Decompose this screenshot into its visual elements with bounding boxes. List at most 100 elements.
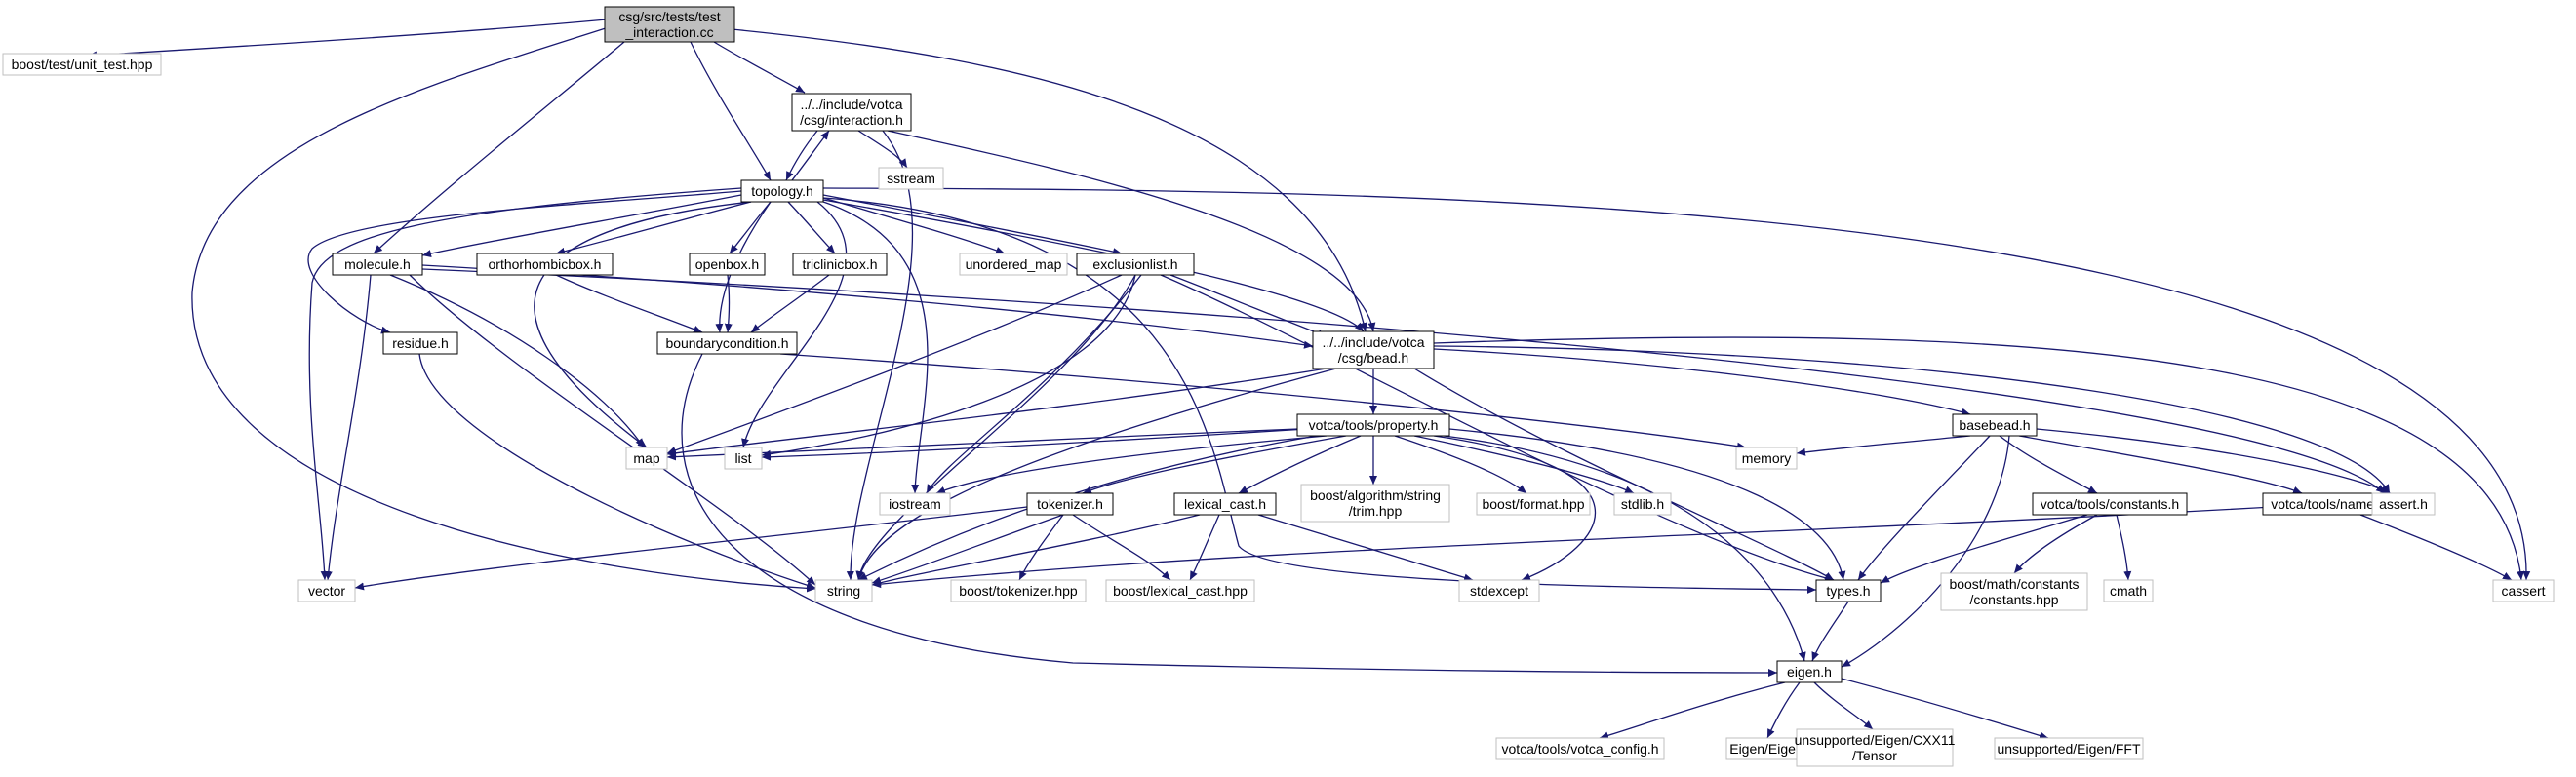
edge-topology-to-triclinic	[787, 201, 836, 254]
node-label: /constants.hpp	[1969, 592, 2058, 607]
edge-types-to-eigen	[1811, 601, 1849, 662]
edge-interaction-to-topology	[785, 130, 818, 181]
edge-basebead-to-types	[1857, 435, 1991, 581]
node-box	[959, 253, 1068, 276]
edge-interaction-to-bead	[887, 130, 1376, 332]
node-label: cassert	[2501, 583, 2545, 599]
node-topology[interactable]: topology.h	[740, 179, 824, 203]
node-box	[1613, 492, 1672, 516]
edge-property-to-format	[1394, 435, 1527, 494]
node-label: boost/tokenizer.hpp	[959, 583, 1078, 599]
node-string: string	[814, 579, 873, 602]
node-unordered-map: unordered_map	[959, 253, 1068, 276]
node-label: stdlib.h	[1621, 496, 1664, 512]
node-property[interactable]: votca/tools/property.h	[1296, 413, 1450, 437]
node-box	[604, 6, 735, 43]
edge-bead-to-map	[666, 368, 1328, 457]
node-triclinic[interactable]: triclinicbox.h	[792, 253, 888, 276]
node-name[interactable]: votca/tools/name.h	[2262, 492, 2395, 516]
edge-ortho-to-boundary	[555, 274, 703, 333]
edge-interaction-to-sstream	[857, 130, 908, 169]
node-label: boost/format.hpp	[1482, 496, 1584, 512]
node-box	[1026, 492, 1114, 516]
node-label: string	[827, 583, 860, 599]
edge-lexical_cast-to-string	[871, 514, 1201, 587]
edge-name-to-string	[871, 506, 2274, 589]
node-eigen-eigen: Eigen/Eigen	[1725, 737, 1807, 760]
node-label: boundarycondition.h	[665, 335, 788, 351]
node-label: vector	[308, 583, 345, 599]
node-box	[2492, 579, 2555, 602]
node-list: list	[724, 447, 763, 470]
node-box	[724, 447, 763, 470]
node-root[interactable]: csg/src/tests/test_interaction.cc	[604, 6, 735, 43]
node-box	[332, 253, 423, 276]
node-label: residue.h	[392, 335, 449, 351]
edge-molecule-to-vector	[324, 274, 372, 581]
node-boost-tokenizer: boost/tokenizer.hpp	[950, 579, 1087, 602]
node-box	[878, 167, 944, 190]
node-math-constants: boost/math/constants/constants.hpp	[1940, 572, 2088, 611]
node-bead[interactable]: ../../include/votca/csg/bead.h	[1312, 330, 1435, 369]
edge-eigen-to-fft	[1841, 678, 2049, 740]
edge-root-to-molecule	[373, 41, 625, 254]
edge-molecule-to-string	[409, 274, 816, 586]
node-box	[791, 93, 912, 132]
node-label: orthorhombicbox.h	[489, 256, 602, 272]
node-label: Eigen/Eigen	[1729, 741, 1803, 757]
edge-topology-to-residue	[307, 190, 742, 334]
node-eigen[interactable]: eigen.h	[1776, 660, 1843, 683]
node-label: boost/algorithm/string	[1310, 487, 1441, 503]
node-interaction[interactable]: ../../include/votca/csg/interaction.h	[791, 93, 912, 132]
edge-root-to-unit_test	[87, 19, 608, 59]
edge-property-to-eigen	[1443, 435, 1806, 662]
node-box	[1952, 413, 2038, 437]
node-box	[1300, 484, 1450, 523]
edge-exclusionlist-to-bead	[1169, 274, 1328, 337]
node-label: unordered_map	[966, 256, 1062, 272]
node-exclusionlist[interactable]: exclusionlist.h	[1076, 253, 1195, 276]
node-basebead[interactable]: basebead.h	[1952, 413, 2038, 437]
node-label: list	[734, 450, 751, 466]
node-unit-test: boost/test/unit_test.hpp	[2, 53, 162, 76]
node-box	[625, 447, 668, 470]
node-box	[689, 253, 766, 276]
node-molecule[interactable]: molecule.h	[332, 253, 423, 276]
node-label: sstream	[887, 171, 935, 186]
edge-property-to-stdlib	[1413, 435, 1635, 494]
node-box	[656, 331, 798, 355]
node-label: ../../include/votca	[800, 97, 902, 112]
edge-tokenizer-to-boost_lexical	[1072, 514, 1171, 581]
node-map: map	[625, 447, 668, 470]
node-label: assert.h	[2379, 496, 2428, 512]
node-boost-lexical: boost/lexical_cast.hpp	[1105, 579, 1255, 602]
node-box	[740, 179, 824, 203]
node-label: votca/tools/name.h	[2271, 496, 2386, 512]
node-label: map	[633, 450, 659, 466]
node-types[interactable]: types.h	[1815, 579, 1882, 602]
edge-property-to-list	[761, 428, 1308, 461]
node-stdlib: stdlib.h	[1613, 492, 1672, 516]
edge-basebead-to-constants	[1999, 435, 2098, 494]
node-constants[interactable]: votca/tools/constants.h	[2032, 492, 2188, 516]
node-box	[382, 331, 458, 355]
edge-property-to-types	[1448, 428, 1846, 581]
edge-root-to-interaction	[713, 41, 806, 94]
node-box	[1994, 737, 2144, 760]
edge-root-to-bead	[731, 28, 1367, 332]
node-tokenizer[interactable]: tokenizer.h	[1026, 492, 1114, 516]
node-openbox[interactable]: openbox.h	[689, 253, 766, 276]
node-cmath: cmath	[2103, 579, 2154, 602]
edge-lexical_cast-to-stdexcept	[1257, 514, 1474, 582]
node-label: cmath	[2110, 583, 2147, 599]
node-residue[interactable]: residue.h	[382, 331, 458, 355]
node-label: boost/math/constants	[1949, 576, 2079, 592]
node-label: unsupported/Eigen/FFT	[1997, 741, 2141, 757]
node-lexical-cast[interactable]: lexical_cast.h	[1173, 492, 1277, 516]
edge-topology-to-types	[822, 197, 1817, 594]
node-boundary[interactable]: boundarycondition.h	[656, 331, 798, 355]
node-ortho[interactable]: orthorhombicbox.h	[476, 253, 614, 276]
edge-exclusionlist-to-map	[666, 274, 1123, 454]
edge-eigen-to-votca_config	[1599, 681, 1786, 740]
edge-topology-to-ortho	[555, 201, 752, 255]
